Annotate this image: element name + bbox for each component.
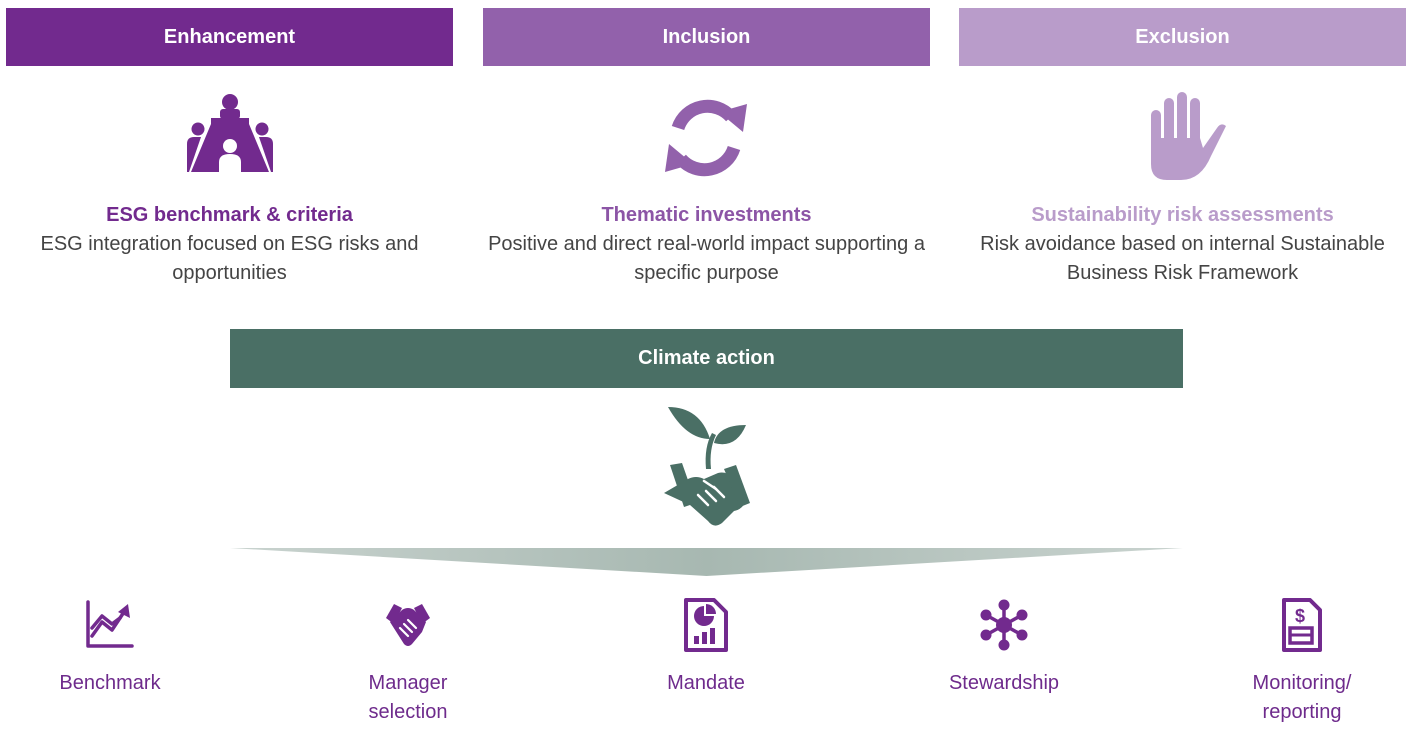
pillar-header-inclusion: Inclusion [483, 8, 930, 66]
stop-hand-icon [1137, 92, 1227, 184]
network-hub-icon [978, 598, 1030, 652]
step-monitoring-reporting: $ Monitoring/ reporting [1212, 598, 1392, 727]
pillar-description: ESG integration focused on ESG risks and… [40, 233, 419, 284]
handshake-icon [382, 598, 434, 652]
pillar-title: Sustainability risk assessments [1031, 204, 1334, 226]
step-benchmark: Benchmark [20, 598, 200, 698]
pillar-description: Positive and direct real-world impact su… [488, 233, 925, 284]
meeting-table-icon [185, 92, 275, 184]
step-label: Benchmark [59, 672, 161, 694]
pillar-header-enhancement: Enhancement [6, 8, 453, 66]
funnel-graphic [230, 548, 1183, 576]
step-label: Stewardship [948, 672, 1060, 694]
pillar-text-inclusion: Thematic investments Positive and direct… [483, 201, 930, 288]
trend-chart-icon [84, 598, 136, 652]
step-label: Mandate [667, 672, 745, 694]
climate-action-bar: Climate action [230, 329, 1183, 388]
step-stewardship: Stewardship [914, 598, 1094, 698]
dollar-document-icon: $ [1276, 598, 1328, 652]
step-manager-selection: Manager selection [318, 598, 498, 727]
pillar-title: ESG benchmark & criteria [106, 204, 353, 226]
step-label: Monitoring/ reporting [1252, 672, 1352, 723]
plant-handshake-icon [660, 403, 750, 527]
step-label: Manager selection [368, 672, 448, 723]
pillar-description: Risk avoidance based on internal Sustain… [980, 233, 1385, 284]
cycle-arrows-icon [661, 92, 751, 184]
pillar-title: Thematic investments [601, 204, 812, 226]
pillar-header-exclusion: Exclusion [959, 8, 1406, 66]
pillar-text-enhancement: ESG benchmark & criteria ESG integration… [6, 201, 453, 288]
pillar-text-exclusion: Sustainability risk assessments Risk avo… [959, 201, 1406, 288]
svg-text:$: $ [1295, 606, 1305, 626]
step-mandate: Mandate [616, 598, 796, 698]
report-document-icon [680, 598, 732, 652]
